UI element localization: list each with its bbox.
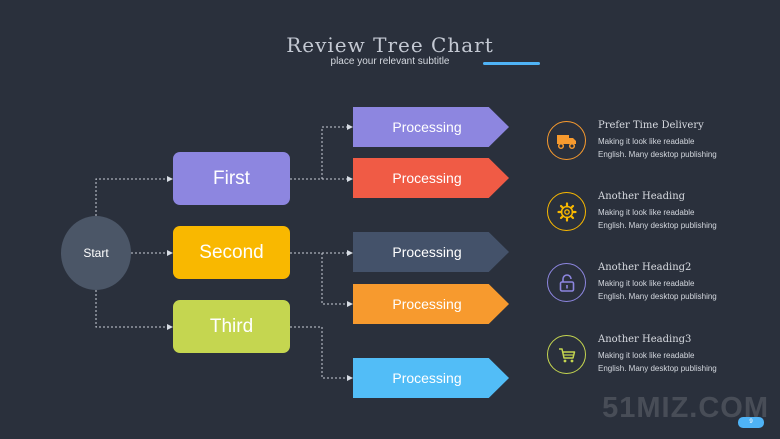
node-third: Third — [173, 300, 290, 353]
process-arrow-1: Processing — [353, 107, 509, 147]
page-number-badge: 9 — [738, 417, 764, 428]
process-label: Processing — [392, 170, 462, 186]
page-subtitle: place your relevant subtitle — [330, 56, 450, 67]
connector-first-process-1 — [290, 124, 353, 180]
shopping-cart-icon — [558, 347, 575, 362]
node-second: Second — [173, 226, 290, 279]
feature-line: English. Many desktop publishing — [598, 364, 717, 373]
connector-second-process-4 — [290, 252, 353, 307]
feature-line: Making it look like readable — [598, 208, 695, 217]
feature-line: English. Many desktop publishing — [598, 292, 717, 301]
feature-description: Making it look like readable English. Ma… — [598, 277, 768, 303]
subtitle-accent-bar — [483, 62, 540, 65]
feature-line: Making it look like readable — [598, 279, 695, 288]
connector-start-first — [95, 176, 173, 216]
gear-icon — [556, 201, 577, 222]
feature-heading: Another Heading2 — [598, 262, 692, 273]
feature-icon-ring — [547, 121, 586, 160]
feature-icon-ring — [547, 192, 586, 231]
process-label: Processing — [392, 119, 462, 135]
process-arrow-4: Processing — [353, 284, 509, 324]
feature-description: Making it look like readable English. Ma… — [598, 206, 768, 232]
feature-description: Making it look like readable English. Ma… — [598, 135, 768, 161]
feature-heading: Another Heading3 — [598, 334, 692, 345]
process-arrow-2: Processing — [353, 158, 509, 198]
process-arrow-5: Processing — [353, 358, 509, 398]
page-title: Review Tree Chart — [286, 33, 494, 57]
connector-start-third — [95, 290, 173, 330]
feature-heading: Another Heading — [598, 191, 686, 202]
start-node: Start — [61, 216, 131, 290]
feature-line: Making it look like readable — [598, 137, 695, 146]
feature-line: English. Many desktop publishing — [598, 221, 717, 230]
delivery-truck-icon — [556, 134, 576, 149]
process-label: Processing — [392, 296, 462, 312]
feature-heading: Prefer Time Delivery — [598, 120, 704, 131]
feature-line: English. Many desktop publishing — [598, 150, 717, 159]
feature-icon-ring — [547, 335, 586, 374]
process-label: Processing — [392, 244, 462, 260]
watermark: 51MIZ.COM — [602, 392, 769, 424]
feature-icon-ring — [547, 263, 586, 302]
feature-description: Making it look like readable English. Ma… — [598, 349, 768, 375]
process-arrow-3: Processing — [353, 232, 509, 272]
unlock-icon — [559, 273, 574, 292]
node-first: First — [173, 152, 290, 205]
feature-line: Making it look like readable — [598, 351, 695, 360]
connector-third-process-5 — [290, 326, 353, 381]
process-label: Processing — [392, 370, 462, 386]
